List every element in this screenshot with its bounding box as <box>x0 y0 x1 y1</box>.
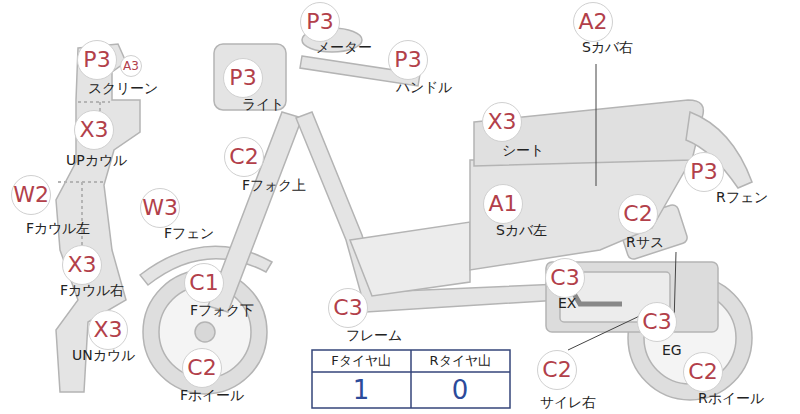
grade-code: C3 <box>545 258 585 298</box>
part-name: UNカウル <box>72 348 135 363</box>
part-name: Fフォク上 <box>242 178 306 193</box>
part-name: EG <box>662 343 682 358</box>
grade-code: C2 <box>683 352 723 392</box>
part-name: スクリーン <box>88 81 158 96</box>
part-name: Fカウル左 <box>26 221 90 236</box>
part-name: Fフェン <box>164 226 214 241</box>
part-name: Fカウル右 <box>60 283 124 298</box>
grade-code: A3 <box>120 55 142 77</box>
grade-code: C2 <box>182 348 222 388</box>
side-cover <box>470 158 692 270</box>
grade-code: C3 <box>637 302 677 342</box>
grade-code: X3 <box>88 310 128 350</box>
part-name: フレーム <box>346 328 402 343</box>
part-name: Rフェン <box>716 190 768 205</box>
part-name: EX <box>558 296 576 311</box>
grade-code: P3 <box>223 58 263 98</box>
table-cell: Rタイヤ山 <box>429 354 490 368</box>
grade-code: C3 <box>328 288 368 328</box>
part-name: シート <box>502 143 544 158</box>
part-name: Sカバ右 <box>582 40 633 55</box>
grade-code: A1 <box>483 184 523 224</box>
grade-code: X3 <box>482 102 522 142</box>
part-name: ライト <box>242 97 284 112</box>
part-name: Sカバ左 <box>496 223 547 238</box>
grade-code: W3 <box>140 188 180 228</box>
table-cell: 1 <box>353 377 370 403</box>
grade-code: P3 <box>684 152 724 192</box>
part-name: Rサス <box>626 235 664 250</box>
part-name: メーター <box>316 40 372 55</box>
grade-code: P3 <box>77 40 117 80</box>
grade-code: A2 <box>573 2 613 42</box>
grade-code: P3 <box>300 2 340 42</box>
part-name: UPカウル <box>66 153 127 168</box>
table-cell: 0 <box>452 377 469 403</box>
tire-table <box>312 350 510 408</box>
leader-line <box>568 312 648 350</box>
part-name: Fフォク下 <box>190 303 254 318</box>
grade-code: C2 <box>224 137 264 177</box>
part-name: Fホイール <box>180 388 244 403</box>
grade-code: C2 <box>618 194 658 234</box>
front-hub <box>195 322 215 342</box>
part-name: ハンドル <box>396 80 452 95</box>
seat <box>474 100 703 166</box>
front-cowl <box>56 44 140 392</box>
part-name: サイレ右 <box>540 395 596 410</box>
part-name: Rホイール <box>698 391 764 406</box>
leader-line <box>596 64 597 186</box>
grade-code: X3 <box>62 245 102 285</box>
grade-code: X3 <box>74 110 114 150</box>
table-cell: Fタイヤ山 <box>331 354 390 368</box>
grade-code: C2 <box>537 350 577 390</box>
grade-code: W2 <box>11 175 51 215</box>
floor-panel <box>350 222 470 296</box>
grade-code: C1 <box>184 263 224 303</box>
grade-code: P3 <box>388 40 428 80</box>
